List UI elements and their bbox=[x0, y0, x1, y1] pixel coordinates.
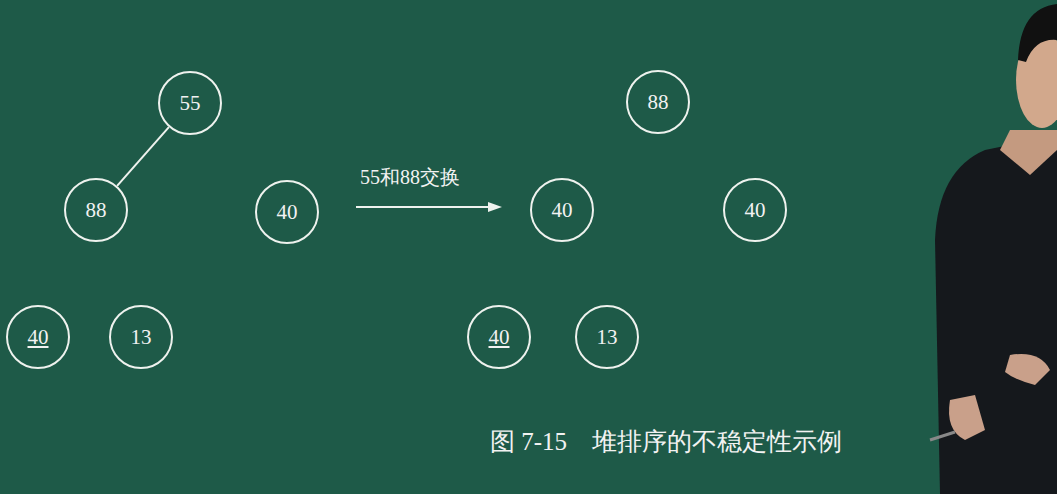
node-value: 40 bbox=[277, 200, 298, 225]
node-value: 40 bbox=[745, 198, 766, 223]
node-value: 13 bbox=[597, 325, 618, 350]
heap-node-circle: 40 bbox=[467, 305, 531, 369]
node-value: 40 bbox=[28, 325, 49, 350]
node-value: 40 bbox=[489, 325, 510, 350]
heap-node-circle: 40 bbox=[723, 178, 787, 242]
heap-node-circle: 40 bbox=[6, 305, 70, 369]
arrow-head bbox=[488, 202, 502, 212]
heap-node-circle: 13 bbox=[109, 305, 173, 369]
heap-node-circle: 88 bbox=[64, 178, 128, 242]
heap-node-circle: 40 bbox=[530, 178, 594, 242]
transform-arrow bbox=[356, 206, 492, 208]
heap-node-circle: 88 bbox=[626, 70, 690, 134]
tree-edge bbox=[117, 127, 169, 186]
node-value: 13 bbox=[131, 325, 152, 350]
node-value: 40 bbox=[552, 198, 573, 223]
node-value: 88 bbox=[648, 90, 669, 115]
heap-node-circle: 40 bbox=[255, 180, 319, 244]
presenter bbox=[930, 4, 1057, 494]
node-value: 55 bbox=[180, 91, 201, 116]
heap-node-circle: 55 bbox=[158, 71, 222, 135]
figure-caption: 图 7-15 堆排序的不稳定性示例 bbox=[490, 425, 842, 458]
arrow-label: 55和88交换 bbox=[360, 164, 460, 191]
heap-node-circle: 13 bbox=[575, 305, 639, 369]
node-value: 88 bbox=[86, 198, 107, 223]
